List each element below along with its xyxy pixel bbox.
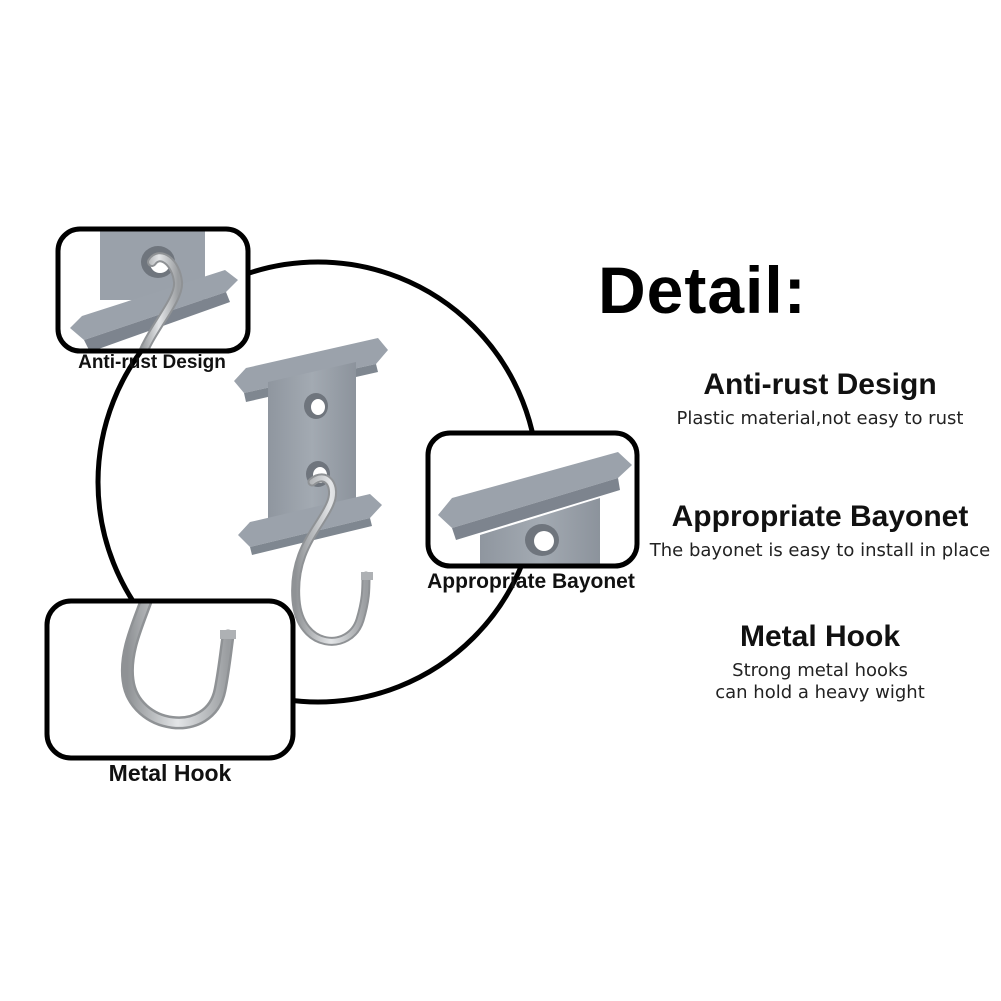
feature-title: Anti-rust Design: [703, 368, 937, 401]
callout-label-metal-hook: Metal Hook: [108, 760, 232, 786]
feature-description: Strong metal hooks can hold a heavy wigh…: [640, 660, 1000, 704]
callout-label-anti-rust: Anti-rust Design: [78, 352, 226, 373]
callout-anti-rust: [55, 226, 251, 354]
feature-description-line: Plastic material,not easy to rust: [676, 408, 964, 429]
feature-title: Metal Hook: [739, 620, 901, 653]
feature-title: Appropriate Bayonet: [671, 500, 969, 533]
callout-label-bayonet: Appropriate Bayonet: [427, 570, 635, 593]
feature-metal-hook: Metal Hook Strong metal hooks can hold a…: [640, 620, 1000, 704]
callout-bayonet: [425, 430, 640, 569]
feature-bayonet: Appropriate Bayonet The bayonet is easy …: [640, 500, 1000, 562]
bayonet-clip-icon: [234, 338, 388, 555]
detail-title: Detail:: [598, 253, 807, 327]
s-hook-icon: [291, 473, 373, 646]
feature-description: Plastic material,not easy to rust: [640, 408, 1000, 430]
feature-description-line: The bayonet is easy to install in place: [649, 540, 991, 561]
feature-description-line: can hold a heavy wight: [715, 682, 925, 703]
feature-anti-rust: Anti-rust Design Plastic material,not ea…: [640, 368, 1000, 430]
feature-description-line: Strong metal hooks: [732, 660, 908, 681]
feature-description: The bayonet is easy to install in place: [640, 540, 1000, 562]
callout-metal-hook: [44, 598, 296, 761]
